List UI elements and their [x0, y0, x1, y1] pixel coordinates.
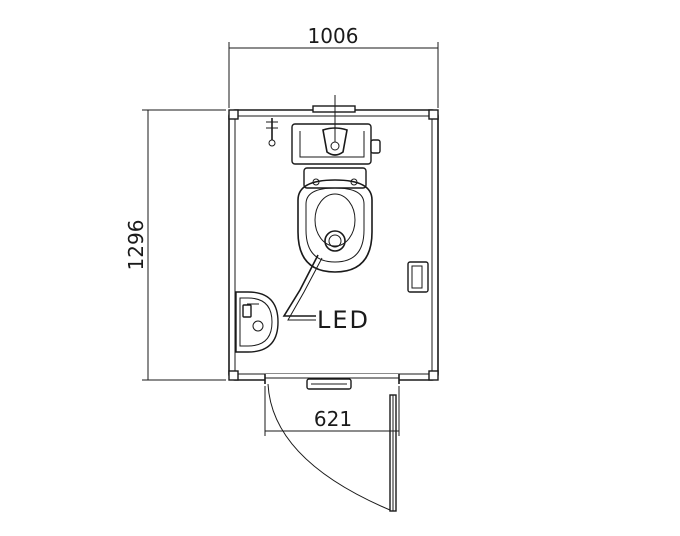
height-dimension: 1296 [124, 109, 226, 381]
led-callout: LED [282, 254, 370, 334]
wash-basin-icon [235, 291, 279, 353]
door-width-dimension: 621 [264, 386, 400, 436]
led-label: LED [317, 306, 370, 334]
width-dimension-label: 1006 [308, 24, 359, 48]
toilet-tank-icon [291, 123, 381, 165]
cabin-walls [228, 95, 439, 390]
door-swing-icon [267, 383, 397, 512]
door-width-dimension-label: 621 [314, 407, 352, 431]
paper-holder-icon [266, 118, 278, 147]
wall-fixture [407, 261, 429, 293]
toilet-icon [297, 167, 373, 273]
width-dimension: 1006 [228, 24, 439, 108]
height-dimension-label: 1296 [124, 220, 148, 271]
